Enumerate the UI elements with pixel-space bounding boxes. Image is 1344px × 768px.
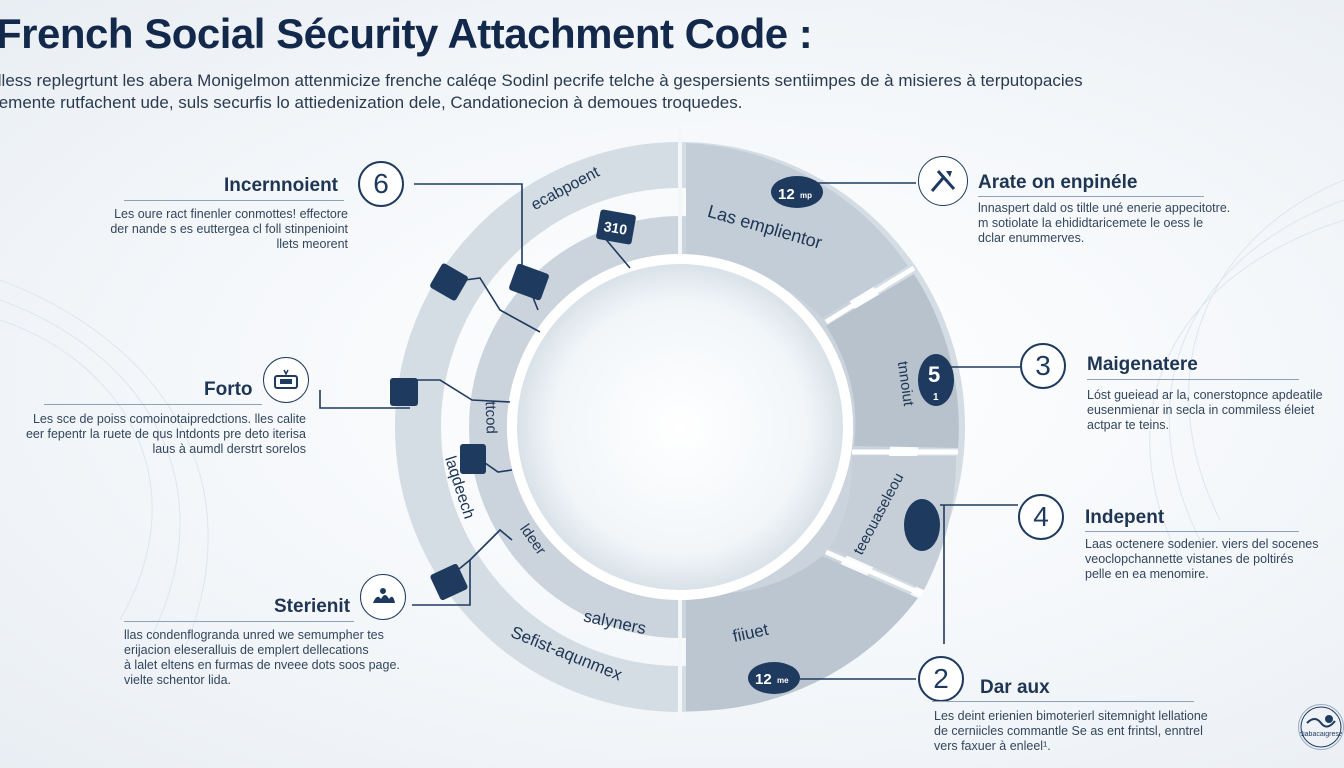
step-label: Incernnoient xyxy=(224,175,339,196)
svg-text:12: 12 xyxy=(778,186,795,203)
ring-label-inner-middle: ttcod xyxy=(482,401,500,434)
watermark-text: diabacaigrese xyxy=(1299,731,1343,738)
center-disc xyxy=(507,254,853,600)
sector-top-right xyxy=(686,143,908,318)
sector-bottom-right xyxy=(686,556,918,712)
step-description: Lóst gueiead ar la, conerstopnce apdeati… xyxy=(1087,388,1323,432)
page-title: French Social Sécurity Attachment Code : xyxy=(0,10,813,57)
badge-ring-left-5 xyxy=(430,563,468,601)
step-underline xyxy=(124,621,354,622)
svg-text:5: 5 xyxy=(928,362,940,387)
badge-ring-left-2 xyxy=(509,263,549,301)
step-description: Les sce de poiss comoinotaipredctions. l… xyxy=(25,412,306,456)
subtitle-line-1: illess replegrtunt les abera Monigelmon … xyxy=(0,71,1083,90)
step-label: Forto xyxy=(204,379,253,400)
subtitle-line-2: temente rutfachent ude, suls securfis lo… xyxy=(0,93,743,112)
document-icon xyxy=(263,357,309,403)
badge-12-bottom: 12 me xyxy=(748,662,800,694)
step-number-2: 2 xyxy=(918,656,964,702)
svg-text:mp: mp xyxy=(800,191,812,200)
step-underline xyxy=(1085,531,1299,532)
ring-label-right-middle: tnnoiut xyxy=(894,360,917,408)
badge-ring-right-lower xyxy=(904,499,940,551)
step-number-3: 3 xyxy=(1020,343,1066,389)
step-underline xyxy=(124,200,344,201)
step-description: lnnaspert dald os tiltle uné enerie appe… xyxy=(978,201,1231,245)
step-description: Laas octenere sodenier. viers del socene… xyxy=(1085,537,1319,581)
step-underline xyxy=(932,701,1194,702)
logo-watermark: diabacaigrese xyxy=(1298,704,1344,750)
badge-12-top: 12 mp xyxy=(771,176,823,208)
step-description: Les deint erienien bimoterierl sitemnigh… xyxy=(934,709,1208,753)
step-label: Sterienit xyxy=(274,596,351,617)
step-number-4: 4 xyxy=(1018,494,1064,540)
svg-text:12: 12 xyxy=(755,671,772,688)
page-subtitle: illess replegrtunt les abera Monigelmon … xyxy=(0,70,1294,114)
step-underline xyxy=(978,196,1204,197)
step-label: Dar aux xyxy=(980,677,1050,698)
step-underline xyxy=(44,404,262,405)
badge-5: 5 1 xyxy=(918,354,954,406)
badge-310: 310 xyxy=(596,209,636,245)
step-label: Arate on enpinéle xyxy=(978,172,1138,193)
hands-icon xyxy=(360,574,406,620)
globe-icon xyxy=(1300,706,1342,748)
sector-lower-right xyxy=(830,456,957,590)
sector-mid-right xyxy=(826,274,959,448)
badge-ring-left-1 xyxy=(430,263,468,301)
step-label: Indepent xyxy=(1085,507,1165,528)
svg-text:1: 1 xyxy=(933,392,939,403)
badge-ring-left-3 xyxy=(390,378,418,406)
tools-icon xyxy=(918,156,968,206)
svg-text:310: 310 xyxy=(603,218,629,238)
step-label: Maigenatere xyxy=(1087,354,1198,375)
badge-ring-left-4 xyxy=(460,444,486,474)
svg-text:me: me xyxy=(777,676,789,685)
connectors-right xyxy=(800,182,1020,680)
step-description: llas condenflogranda unred we semumpher … xyxy=(124,628,400,687)
step-number-6: 6 xyxy=(358,161,404,207)
background-swirls xyxy=(0,179,1344,661)
step-underline xyxy=(1087,379,1299,380)
step-description: Les oure ract finenler conmottes! effect… xyxy=(110,207,348,251)
